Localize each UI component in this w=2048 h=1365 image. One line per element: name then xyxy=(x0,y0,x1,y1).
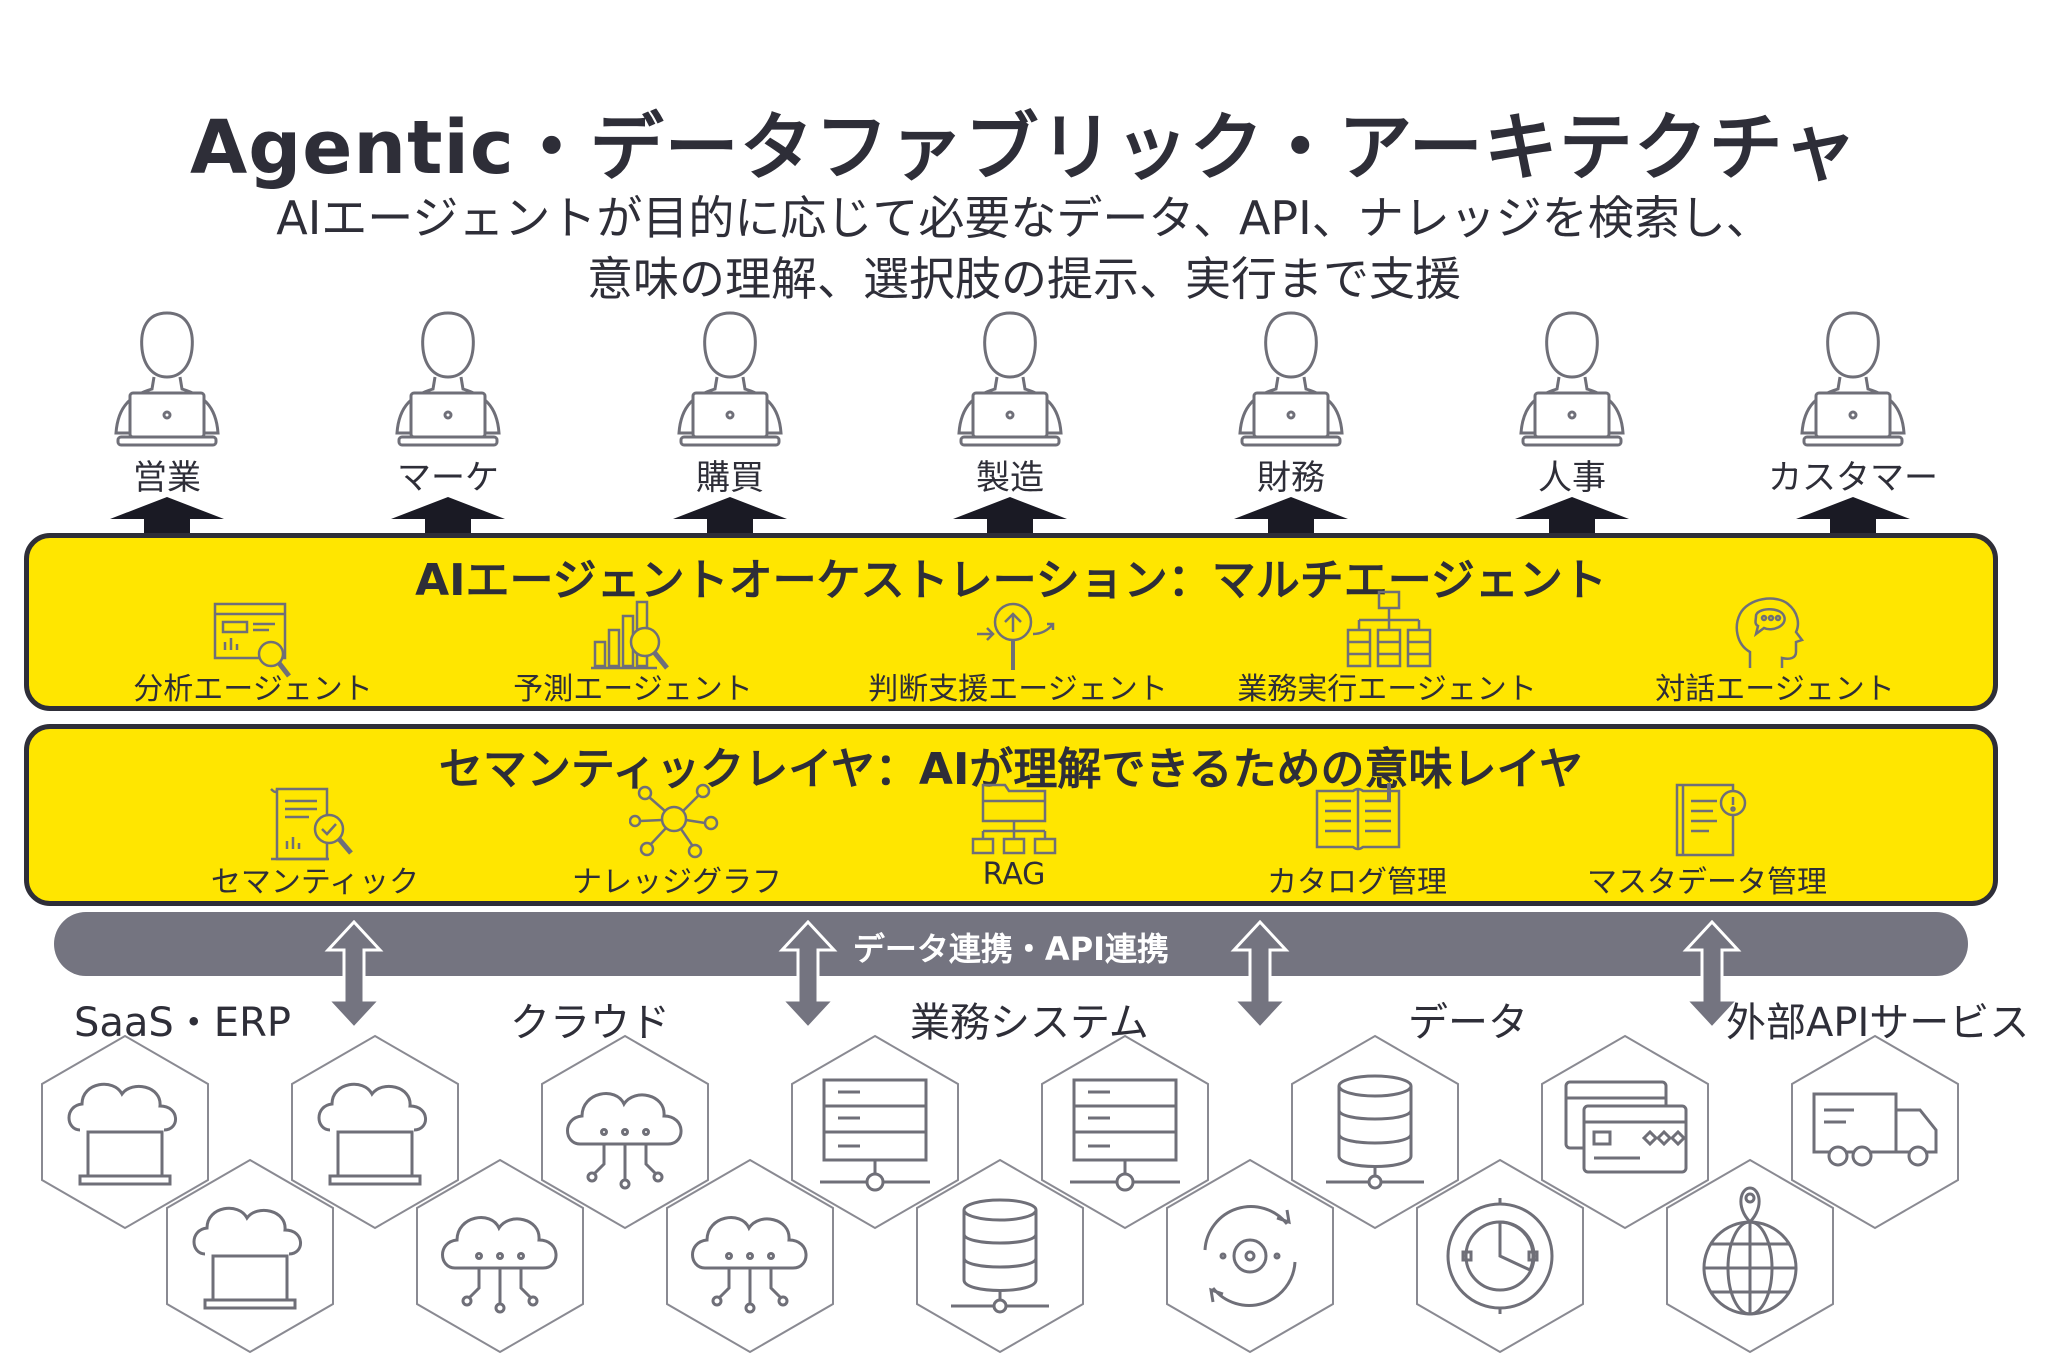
dept-label-procurement: 購買 xyxy=(696,458,764,498)
subtitle-line-1: AIエージェントが目的に応じて必要なデータ、API、ナレッジを検索し、 xyxy=(276,191,1772,245)
agent-label-forecast: 予測エージェント xyxy=(513,672,753,707)
knowledge-graph-icon xyxy=(629,783,719,859)
server-icon xyxy=(1041,1034,1209,1230)
globe-location-icon xyxy=(1666,1158,1834,1354)
dept-label-sales: 営業 xyxy=(133,458,201,498)
user-laptop-icon xyxy=(114,311,220,447)
cloud-network-icon xyxy=(666,1158,834,1354)
cloud-laptop-icon xyxy=(291,1034,459,1230)
source-label-data: データ xyxy=(1408,1000,1528,1046)
agent-label-conversation: 対話エージェント xyxy=(1655,672,1895,707)
decision-support-icon xyxy=(977,602,1055,670)
bidirectional-arrow-icon xyxy=(324,920,384,1030)
semantic-layer: セマンティックレイヤ：AIが理解できるための意味レイヤ セマンティック ナレッジ… xyxy=(24,724,1998,906)
source-label-cloud: クラウド xyxy=(510,1000,670,1046)
credit-card-icon xyxy=(1541,1034,1709,1230)
arrow-up-icon xyxy=(391,497,505,533)
arrow-up-icon xyxy=(953,497,1067,533)
catalog-book-icon xyxy=(1315,783,1401,851)
dept-label-customer: カスタマー xyxy=(1768,458,1938,498)
cloud-network-icon xyxy=(541,1034,709,1230)
agent-label-decision-support: 判断支援エージェント xyxy=(868,672,1168,707)
semantic-label-catalog: カタログ管理 xyxy=(1267,865,1447,900)
database-icon xyxy=(1291,1034,1459,1230)
semantic-document-icon xyxy=(270,787,353,861)
rag-folder-icon xyxy=(971,783,1057,855)
arrow-up-icon xyxy=(110,497,224,533)
agent-label-analysis: 分析エージェント xyxy=(133,672,373,707)
target-icon xyxy=(1416,1158,1584,1354)
user-laptop-icon xyxy=(1519,311,1625,447)
source-label-business-systems: 業務システム xyxy=(910,1000,1149,1046)
server-icon xyxy=(791,1034,959,1230)
user-laptop-icon xyxy=(957,311,1063,447)
forecast-icon xyxy=(591,600,669,670)
arrow-up-icon xyxy=(673,497,787,533)
arrow-up-icon xyxy=(1234,497,1348,533)
subtitle-line-2: 意味の理解、選択肢の提示、実行まで支援 xyxy=(587,252,1461,306)
bidirectional-arrow-icon xyxy=(778,920,838,1030)
page-title: Agentic・データファブリック・アーキテクチャ xyxy=(189,105,1859,191)
bidirectional-arrow-icon xyxy=(1682,920,1742,1030)
orchestration-layer: AIエージェントオーケストレーション：マルチエージェント 分析エージェント 予測… xyxy=(24,533,1998,711)
dept-label-hr: 人事 xyxy=(1538,458,1606,498)
semantic-label-semantic: セマンティック xyxy=(210,865,420,900)
dept-label-marketing: マーケ xyxy=(397,458,499,498)
analysis-icon xyxy=(213,602,291,678)
arrow-up-icon xyxy=(1515,497,1629,533)
database-icon xyxy=(916,1158,1084,1354)
cloud-laptop-icon xyxy=(166,1158,334,1354)
bidirectional-arrow-icon xyxy=(1230,920,1290,1030)
user-laptop-icon xyxy=(677,311,783,447)
user-laptop-icon xyxy=(395,311,501,447)
master-data-icon xyxy=(1675,783,1747,857)
semantic-title: セマンティックレイヤ：AIが理解できるための意味レイヤ xyxy=(438,744,1584,795)
delivery-truck-icon xyxy=(1791,1034,1959,1230)
dept-label-finance: 財務 xyxy=(1257,458,1325,498)
semantic-label-master-data: マスタデータ管理 xyxy=(1587,865,1827,900)
user-laptop-icon xyxy=(1238,311,1344,447)
cloud-network-icon xyxy=(416,1158,584,1354)
source-label-saas-erp: SaaS・ERP xyxy=(74,1000,291,1046)
sync-icon xyxy=(1166,1158,1334,1354)
semantic-label-knowledge-graph: ナレッジグラフ xyxy=(572,865,782,900)
user-laptop-icon xyxy=(1800,311,1906,447)
dept-label-manufacturing: 製造 xyxy=(976,458,1044,498)
integration-label: データ連携・API連携 xyxy=(852,930,1170,968)
agent-label-workflow: 業務実行エージェント xyxy=(1237,672,1537,707)
workflow-icon xyxy=(1346,590,1432,668)
cloud-laptop-icon xyxy=(41,1034,209,1230)
semantic-label-rag: RAG xyxy=(982,857,1046,892)
orchestration-title: AIエージェントオーケストレーション：マルチエージェント xyxy=(415,555,1607,606)
conversation-icon xyxy=(1735,597,1805,668)
arrow-up-icon xyxy=(1796,497,1910,533)
